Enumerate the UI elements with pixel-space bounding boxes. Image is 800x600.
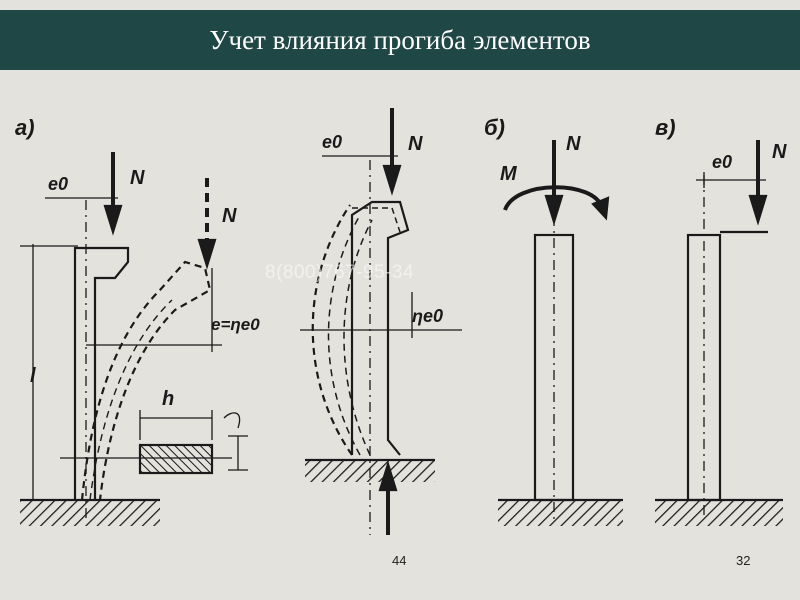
figure-middle: [300, 108, 462, 535]
label-M: M: [500, 163, 518, 185]
label-N-a: N: [130, 167, 145, 189]
figure-b: [498, 140, 623, 526]
label-e0-v: e0: [712, 152, 732, 172]
label-N-v: N: [772, 141, 787, 163]
label-e0-a: e0: [48, 174, 68, 194]
label-b: б): [484, 115, 505, 140]
moment-arrowhead: [591, 196, 610, 221]
deflected-axis-a: [89, 299, 173, 501]
label-a: а): [15, 115, 35, 140]
label-N-b: N: [566, 133, 581, 155]
deflected-column-a: [80, 260, 212, 501]
column-b: [533, 233, 575, 502]
label-h: h: [162, 388, 174, 410]
label-e0-middle: e0: [322, 132, 342, 152]
moment-arc: [503, 185, 604, 211]
label-N-deflected-a: N: [222, 205, 237, 227]
section-dim-detail: [223, 412, 248, 471]
column-a: [73, 246, 130, 500]
force-arrowhead-deflected-a: [197, 238, 217, 270]
deflected-arc-inner: [343, 219, 373, 456]
force-arrowhead-b: [544, 194, 564, 226]
watermark-text: 8(800)767-95-34: [265, 262, 415, 283]
ground-hatch-a: [20, 500, 160, 526]
label-v: в): [655, 115, 676, 140]
figure-a: [20, 152, 248, 526]
label-N-middle: N: [408, 133, 423, 155]
cross-section-h: [138, 443, 214, 475]
label-eta-e0: ηe0: [412, 306, 443, 326]
figure-v: [655, 140, 783, 526]
page-number-left: 44: [392, 553, 407, 568]
force-arrowhead-middle: [382, 164, 402, 196]
force-arrowhead-v: [748, 194, 768, 226]
title-bar: Учет влияния прогиба элементов: [0, 10, 800, 70]
deflected-head-middle: [352, 207, 401, 233]
reaction-arrowhead: [378, 460, 398, 492]
page-number-right: 32: [736, 553, 751, 568]
deflected-arc-middle: [327, 214, 361, 456]
slide-title: Учет влияния прогиба элементов: [209, 24, 591, 55]
column-middle: [350, 200, 410, 456]
force-arrowhead-a: [103, 204, 123, 236]
ground-hatch-v: [655, 500, 783, 526]
ground-hatch-b: [498, 500, 623, 526]
label-l: l: [30, 365, 36, 387]
label-e-eta: e=ηe0: [211, 315, 260, 334]
